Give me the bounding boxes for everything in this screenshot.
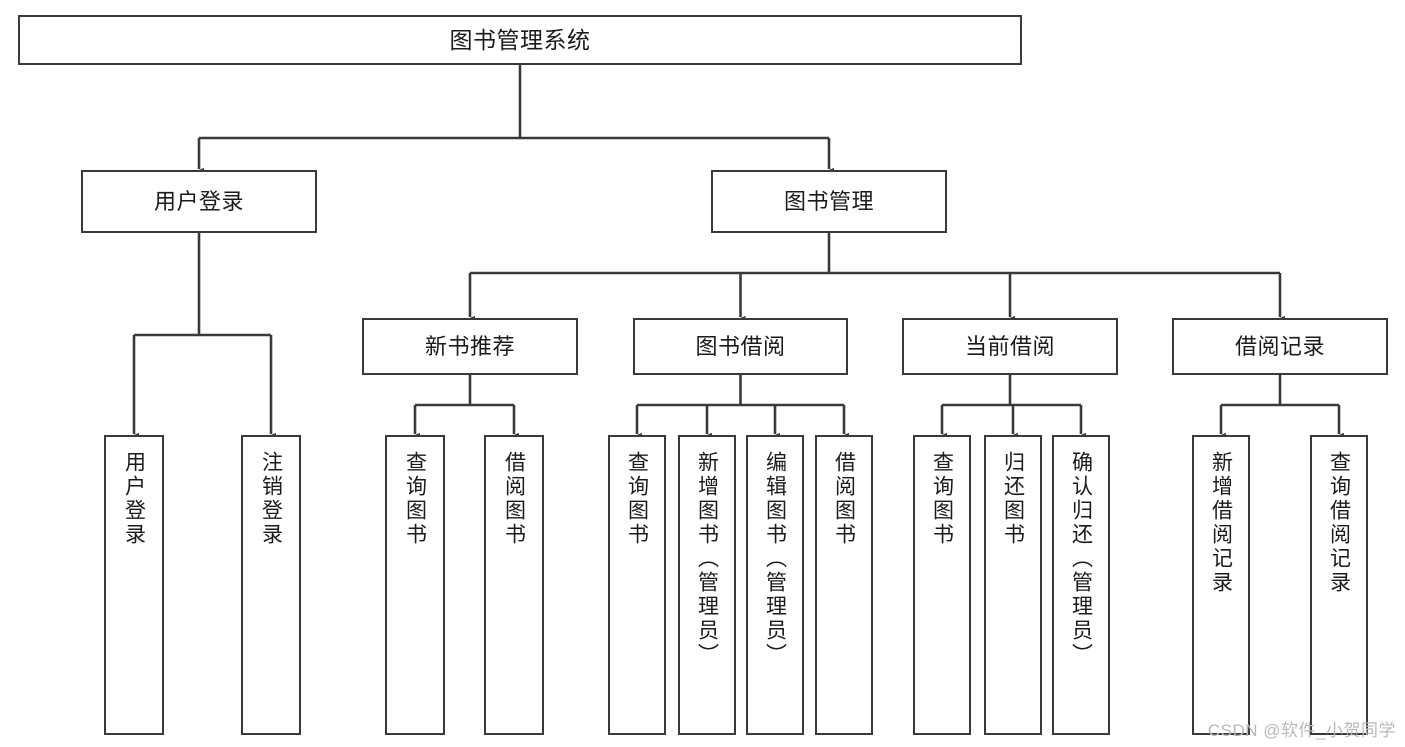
node-root[interactable]: 图书管理系统	[18, 15, 1022, 65]
leaf-user-login[interactable]: 用户登录	[104, 435, 164, 735]
watermark-credit: CSDN @软件_小贺同学	[1207, 721, 1396, 740]
leaf-add-borrow-record-label: 新增借阅记录	[1209, 451, 1233, 595]
leaf-add-book-admin[interactable]: 新增图书（管理员）	[678, 435, 736, 735]
leaf-borrow-book-recommend-label: 借阅图书	[502, 451, 526, 547]
node-borrow-record[interactable]: 借阅记录	[1172, 318, 1388, 375]
node-user-login[interactable]: 用户登录	[81, 170, 317, 233]
node-user-login-label: 用户登录	[153, 188, 244, 214]
leaf-query-book-current[interactable]: 查询图书	[913, 435, 971, 735]
leaf-query-book-recommend-label: 查询图书	[403, 451, 427, 547]
leaf-borrow-book-label: 借阅图书	[832, 451, 856, 547]
leaf-return-book-label: 归还图书	[1001, 451, 1025, 547]
node-root-label: 图书管理系统	[449, 26, 591, 53]
leaf-borrow-book-recommend[interactable]: 借阅图书	[484, 435, 544, 735]
leaf-confirm-return-admin[interactable]: 确认归还（管理员）	[1052, 435, 1110, 735]
leaf-query-borrow-record-label: 查询借阅记录	[1327, 451, 1351, 595]
leaf-add-borrow-record[interactable]: 新增借阅记录	[1192, 435, 1250, 735]
node-new-book-recommend[interactable]: 新书推荐	[362, 318, 578, 375]
leaf-logout-label: 注销登录	[259, 451, 283, 547]
node-book-borrow[interactable]: 图书借阅	[633, 318, 848, 375]
leaf-query-book-current-label: 查询图书	[930, 451, 954, 547]
leaf-query-book-borrow[interactable]: 查询图书	[608, 435, 666, 735]
leaf-edit-book-admin[interactable]: 编辑图书（管理员）	[746, 435, 804, 735]
node-book-management-label: 图书管理	[783, 188, 874, 214]
leaf-user-login-label: 用户登录	[122, 451, 146, 547]
leaf-query-borrow-record[interactable]: 查询借阅记录	[1310, 435, 1368, 735]
leaf-return-book[interactable]: 归还图书	[984, 435, 1042, 735]
leaf-add-book-admin-label: 新增图书（管理员）	[695, 451, 719, 667]
node-current-borrow[interactable]: 当前借阅	[902, 318, 1118, 375]
leaf-edit-book-admin-label: 编辑图书（管理员）	[763, 451, 787, 667]
leaf-borrow-book[interactable]: 借阅图书	[815, 435, 873, 735]
node-current-borrow-label: 当前借阅	[964, 333, 1055, 359]
node-borrow-record-label: 借阅记录	[1234, 333, 1325, 359]
node-new-book-recommend-label: 新书推荐	[424, 333, 515, 359]
node-book-management[interactable]: 图书管理	[711, 170, 947, 233]
leaf-query-book-recommend[interactable]: 查询图书	[385, 435, 445, 735]
node-book-borrow-label: 图书借阅	[695, 333, 786, 359]
leaf-query-book-borrow-label: 查询图书	[625, 451, 649, 547]
leaf-confirm-return-admin-label: 确认归还（管理员）	[1069, 451, 1093, 667]
leaf-logout[interactable]: 注销登录	[241, 435, 301, 735]
